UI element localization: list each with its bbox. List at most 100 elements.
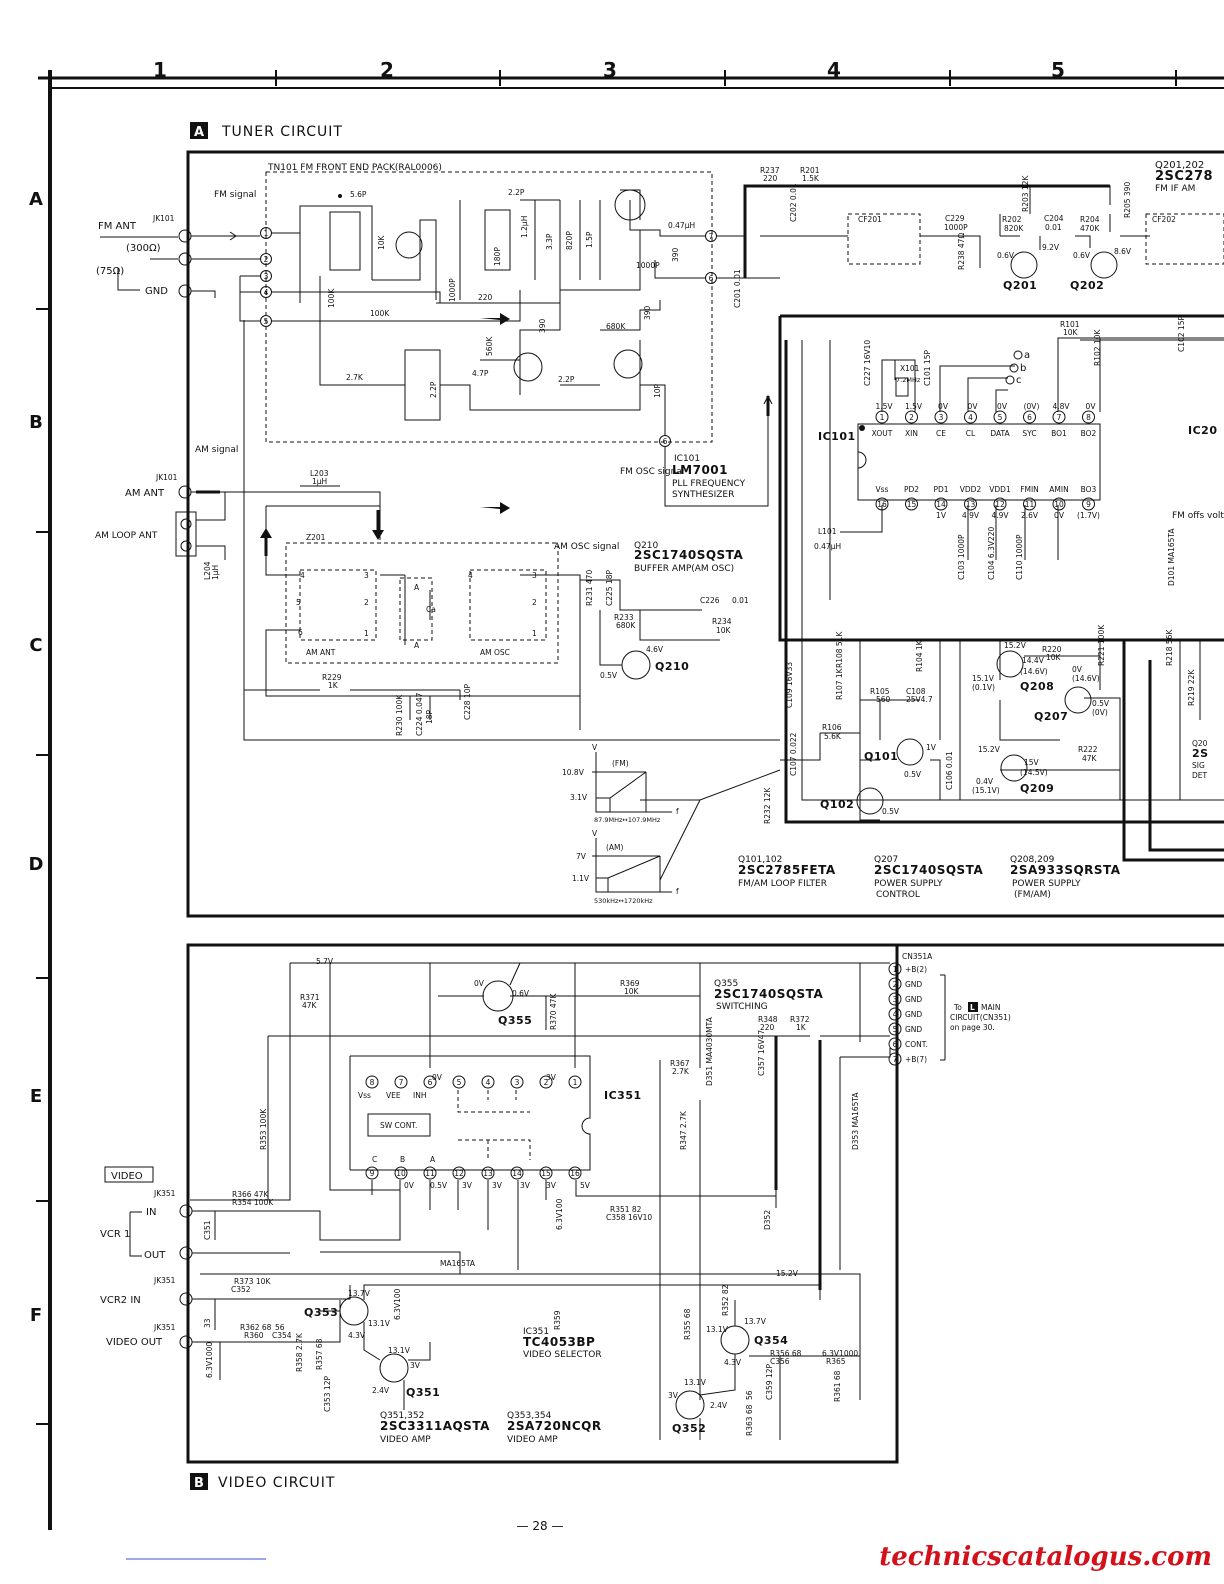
svg-text:680K: 680K [606, 322, 626, 331]
svg-text:V: V [592, 829, 598, 838]
svg-text:R365: R365 [826, 1357, 846, 1366]
svg-text:R373 10K: R373 10K [234, 1277, 271, 1286]
svg-text:0.01: 0.01 [1045, 223, 1062, 232]
svg-text:C224 0.047: C224 0.047 [415, 692, 424, 736]
ic351-pin-top: 8 [370, 1078, 375, 1087]
ic101-pin-bottom: 15 [907, 500, 917, 509]
svg-text:680K: 680K [616, 621, 636, 630]
ic101-pin-voltage: 1.5V [905, 402, 923, 411]
svg-text:R107 1K: R107 1K [835, 667, 844, 700]
svg-text:VIDEO SELECTOR: VIDEO SELECTOR [523, 1350, 602, 1360]
svg-text:(15.1V): (15.1V) [972, 786, 1000, 795]
svg-text:2S: 2S [1192, 747, 1209, 760]
svg-text:15.2V: 15.2V [1004, 641, 1027, 650]
ic101-top-pins: 1XOUT1.5V2XIN1.5V3CE0V4CL0V5DATA0V6SYC(0… [872, 402, 1097, 438]
svg-text:X101: X101 [900, 364, 920, 373]
svg-text:D352: D352 [763, 1210, 772, 1230]
svg-text:1μH: 1μH [211, 565, 220, 580]
z201-pack [285, 542, 559, 664]
q353-transistor [339, 1296, 369, 1326]
video-out-label: VIDEO OUT [106, 1337, 163, 1348]
svg-text:R234: R234 [712, 617, 732, 626]
svg-text:56: 56 [275, 1323, 285, 1332]
ic101-pin-voltage: 0V [938, 402, 949, 411]
svg-text:Q355: Q355 [714, 979, 738, 989]
video-out-jack [179, 1335, 193, 1349]
grid-col-2: 2 [380, 58, 394, 82]
svg-text:C107 0.022: C107 0.022 [789, 732, 798, 776]
svg-text:Q351: Q351 [406, 1386, 440, 1399]
ic351-pin-bottom: 16 [570, 1169, 580, 1178]
svg-text:R220: R220 [1042, 645, 1062, 654]
svg-text:2: 2 [364, 598, 369, 607]
svg-text:13.1V: 13.1V [684, 1378, 707, 1387]
svg-text:Q207: Q207 [1034, 710, 1068, 723]
svg-text:Q207: Q207 [874, 855, 898, 865]
svg-text:R232 12K: R232 12K [763, 787, 772, 824]
svg-text:Z201: Z201 [306, 533, 326, 542]
svg-text:2.7K: 2.7K [346, 373, 364, 382]
vcr2-in-jack [179, 1292, 193, 1306]
svg-text:C106 0.01: C106 0.01 [945, 751, 954, 790]
am-osc-signal-label: AM OSC signal [554, 542, 619, 552]
svg-text:R357 68: R357 68 [315, 1338, 324, 1370]
svg-text:CIRCUIT(CN351): CIRCUIT(CN351) [950, 1013, 1011, 1022]
svg-text:C357 16V47: C357 16V47 [757, 1030, 766, 1076]
svg-text:R101: R101 [1060, 320, 1080, 329]
svg-text:C108: C108 [906, 687, 926, 696]
svg-text:390: 390 [538, 318, 547, 333]
svg-text:0.6V: 0.6V [512, 989, 530, 998]
svg-text:R360: R360 [244, 1331, 264, 1340]
svg-text:R370 47K: R370 47K [549, 993, 558, 1030]
svg-text:4.3V: 4.3V [724, 1358, 742, 1367]
svg-text:6: 6 [663, 437, 668, 446]
svg-text:1.5P: 1.5P [585, 231, 594, 248]
svg-text:6.3V100: 6.3V100 [393, 1288, 402, 1320]
svg-text:Q352: Q352 [672, 1422, 706, 1435]
ic101-pin-voltage: 0V [968, 402, 979, 411]
svg-text:3: 3 [364, 571, 369, 580]
vcr1-out-jack [179, 1246, 193, 1260]
svg-text:10K: 10K [377, 234, 386, 250]
svg-text:R104 1K: R104 1K [915, 639, 924, 672]
am-ant-label: AM ANT [125, 488, 165, 499]
fm-front-end-pack [265, 171, 713, 443]
ic101-pin-voltage: 0V [997, 402, 1008, 411]
ic351-pin-top: 1 [573, 1078, 578, 1087]
svg-text:3V: 3V [668, 1391, 679, 1400]
svg-text:f: f [676, 807, 679, 816]
svg-text:C110 1000P: C110 1000P [1015, 534, 1024, 580]
svg-text:VIDEO: VIDEO [111, 1171, 143, 1182]
ic101-pin-voltage: (0V) [1024, 402, 1040, 411]
vcr1-out-label: OUT [144, 1250, 166, 1261]
ic101-pin-voltage: (1.7V) [1077, 511, 1100, 520]
vcr2-in-label: VCR2 IN [100, 1295, 141, 1306]
svg-text:560K: 560K [485, 336, 494, 356]
tuner-circuit: A TUNER CIRCUIT TN101 FM FRONT END PACK(… [95, 122, 1224, 918]
svg-text:1K: 1K [328, 681, 339, 690]
svg-text:3V: 3V [546, 1181, 557, 1190]
svg-text:L204: L204 [203, 561, 212, 580]
svg-text:0.5V: 0.5V [904, 770, 922, 779]
svg-text:R202: R202 [1002, 215, 1022, 224]
svg-text:0.01: 0.01 [732, 596, 749, 605]
svg-text:13.1V: 13.1V [388, 1346, 411, 1355]
svg-text:on page 30.: on page 30. [950, 1023, 995, 1032]
grid-row-f: F [30, 1305, 42, 1326]
svg-text:0.4V: 0.4V [976, 777, 994, 786]
tuner-border [186, 150, 1224, 918]
svg-text:B: B [400, 1155, 405, 1164]
svg-text:10K: 10K [624, 987, 640, 996]
svg-text:2.2P: 2.2P [429, 381, 438, 398]
svg-text:4: 4 [300, 571, 305, 580]
ic101-pin-bottom: 14 [936, 500, 946, 509]
svg-text:4.6V: 4.6V [646, 645, 664, 654]
q351-transistor [379, 1353, 409, 1383]
ic101-pin-bottom: 11 [1025, 500, 1035, 509]
svg-text:(0.1V): (0.1V) [972, 683, 995, 692]
ic101-pin-voltage: 4.9V [962, 511, 980, 520]
svg-text:C226: C226 [700, 596, 720, 605]
svg-text:Q210: Q210 [634, 541, 659, 551]
